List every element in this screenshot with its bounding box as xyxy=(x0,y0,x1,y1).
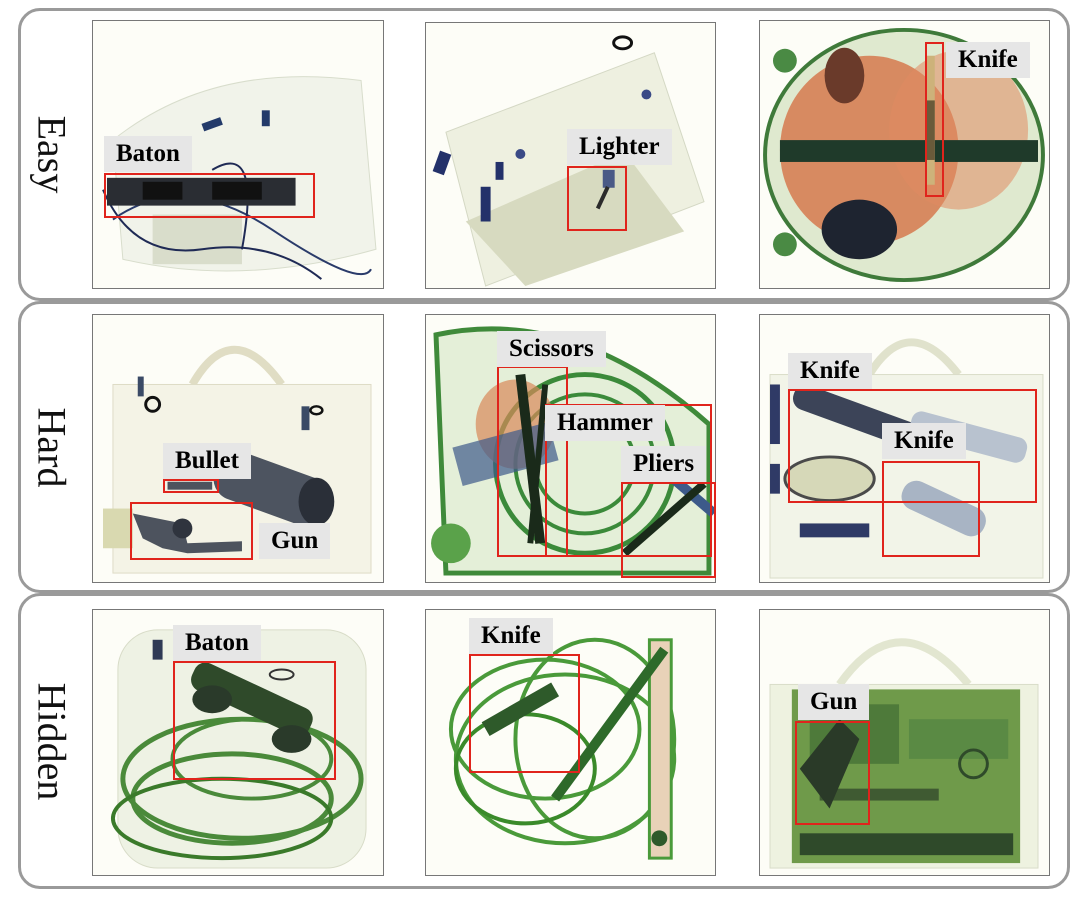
xray-scan-graphic xyxy=(448,637,677,860)
label-scissors-hard: Scissors xyxy=(497,331,606,367)
row-label-easy: Easy xyxy=(29,115,75,194)
row-label-hidden: Hidden xyxy=(29,682,75,800)
bbox-knife-hard-1 xyxy=(788,389,1037,503)
xray-image-hidden-3 xyxy=(759,609,1050,876)
label-gun-hard: Gun xyxy=(259,523,331,559)
bbox-knife-easy xyxy=(925,42,944,197)
bbox-bullet-hard xyxy=(163,479,219,493)
label-gun-hidden: Gun xyxy=(798,684,870,720)
xray-scan-graphic xyxy=(432,35,705,287)
bbox-baton-hidden xyxy=(173,661,336,780)
bbox-lighter-easy xyxy=(567,166,627,231)
bbox-baton-easy xyxy=(104,173,315,218)
xray-image-hard-2 xyxy=(425,314,716,583)
bbox-pliers-hard xyxy=(621,482,716,578)
label-baton-easy: Baton xyxy=(104,136,192,172)
bbox-scissors-hard xyxy=(497,366,568,557)
label-baton-hidden: Baton xyxy=(173,625,261,661)
bbox-gun-hard xyxy=(130,502,253,560)
row-label-easy-wrap: Easy xyxy=(21,11,83,298)
bbox-knife-hard-2 xyxy=(882,461,980,557)
bbox-gun-hidden xyxy=(795,721,870,825)
label-lighter-easy: Lighter xyxy=(567,129,672,165)
label-pliers-hard: Pliers xyxy=(621,446,707,482)
bbox-knife-hidden xyxy=(469,654,580,773)
label-bullet-hard: Bullet xyxy=(163,443,251,479)
xray-scan-graphic xyxy=(110,629,367,869)
row-label-hard: Hard xyxy=(29,407,75,487)
xray-scan-graphic xyxy=(763,27,1045,283)
row-label-hidden-wrap: Hidden xyxy=(21,596,83,886)
label-knife-hidden: Knife xyxy=(469,618,553,654)
xray-image-easy-3 xyxy=(759,20,1050,289)
label-knife-hard-2: Knife xyxy=(882,423,966,459)
label-knife-easy: Knife xyxy=(946,42,1030,78)
label-hammer-hard: Hammer xyxy=(545,405,665,441)
xray-image-easy-1 xyxy=(92,20,384,289)
row-label-hard-wrap: Hard xyxy=(21,304,83,590)
label-knife-hard-1: Knife xyxy=(788,353,872,389)
